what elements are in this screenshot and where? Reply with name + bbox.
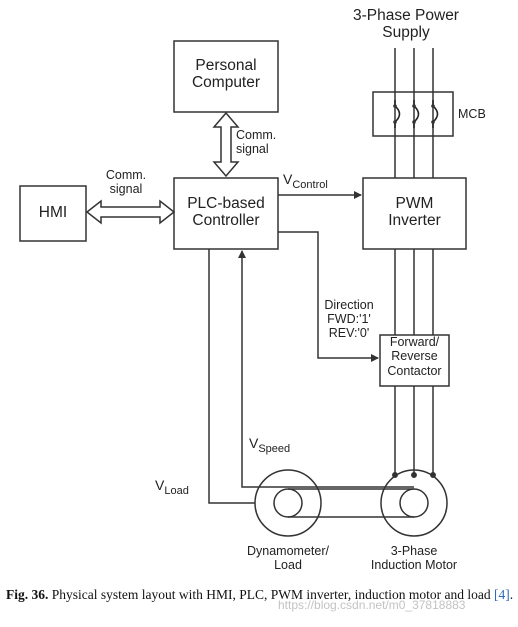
v-control-label: VControl [283,171,328,191]
v-speed-label: VSpeed [249,435,291,455]
plc-box [173,177,279,250]
motor-inner [399,488,429,518]
plc-label: PLC-based Controller [187,195,265,230]
v-load-label: VLoad [155,477,189,497]
comm-signal-pc-label: Comm. signal [236,128,277,156]
dynamometer-label: Dynamometer/ Load [247,544,329,572]
pc-plc-double-arrow [212,111,240,178]
motor-outer [380,469,448,537]
induction-motor-label: 3-Phase Induction Motor [370,544,458,572]
system-diagram [19,40,467,537]
v-load-line [208,249,255,504]
mcb-label: MCB [458,107,486,121]
contactor-label: Forward/ Reverse Contactor [387,335,442,378]
figure-caption: Fig. 36. Physical system layout with HMI… [6,586,514,604]
comm-signal-hmi-label: Comm. signal [105,168,147,196]
dynamometer-outer [254,469,322,537]
v-speed-arrow [238,250,414,488]
mcb-box [372,91,454,137]
direction-arrow [278,231,379,362]
personal-computer-label: Personal Computer [191,57,261,92]
caption-reference-link[interactable]: [4] [494,587,510,602]
hmi-plc-double-arrow [85,199,176,225]
caption-end: . [509,587,514,602]
dynamometer-inner [273,488,303,518]
caption-text: Physical system layout with HMI, PLC, PW… [51,587,491,602]
pwm-inverter-label: PWM Inverter [388,195,441,230]
direction-label: Direction FWD:'1' REV:'0' [324,298,374,340]
hmi-label: HMI [38,204,68,221]
caption-figure-number: Fig. 36. [6,587,49,602]
power-supply-label: 3-Phase Power Supply [353,7,459,42]
hmi-box [19,185,87,242]
watermark: https://blog.csdn.net/m0_37818883 [278,598,466,612]
